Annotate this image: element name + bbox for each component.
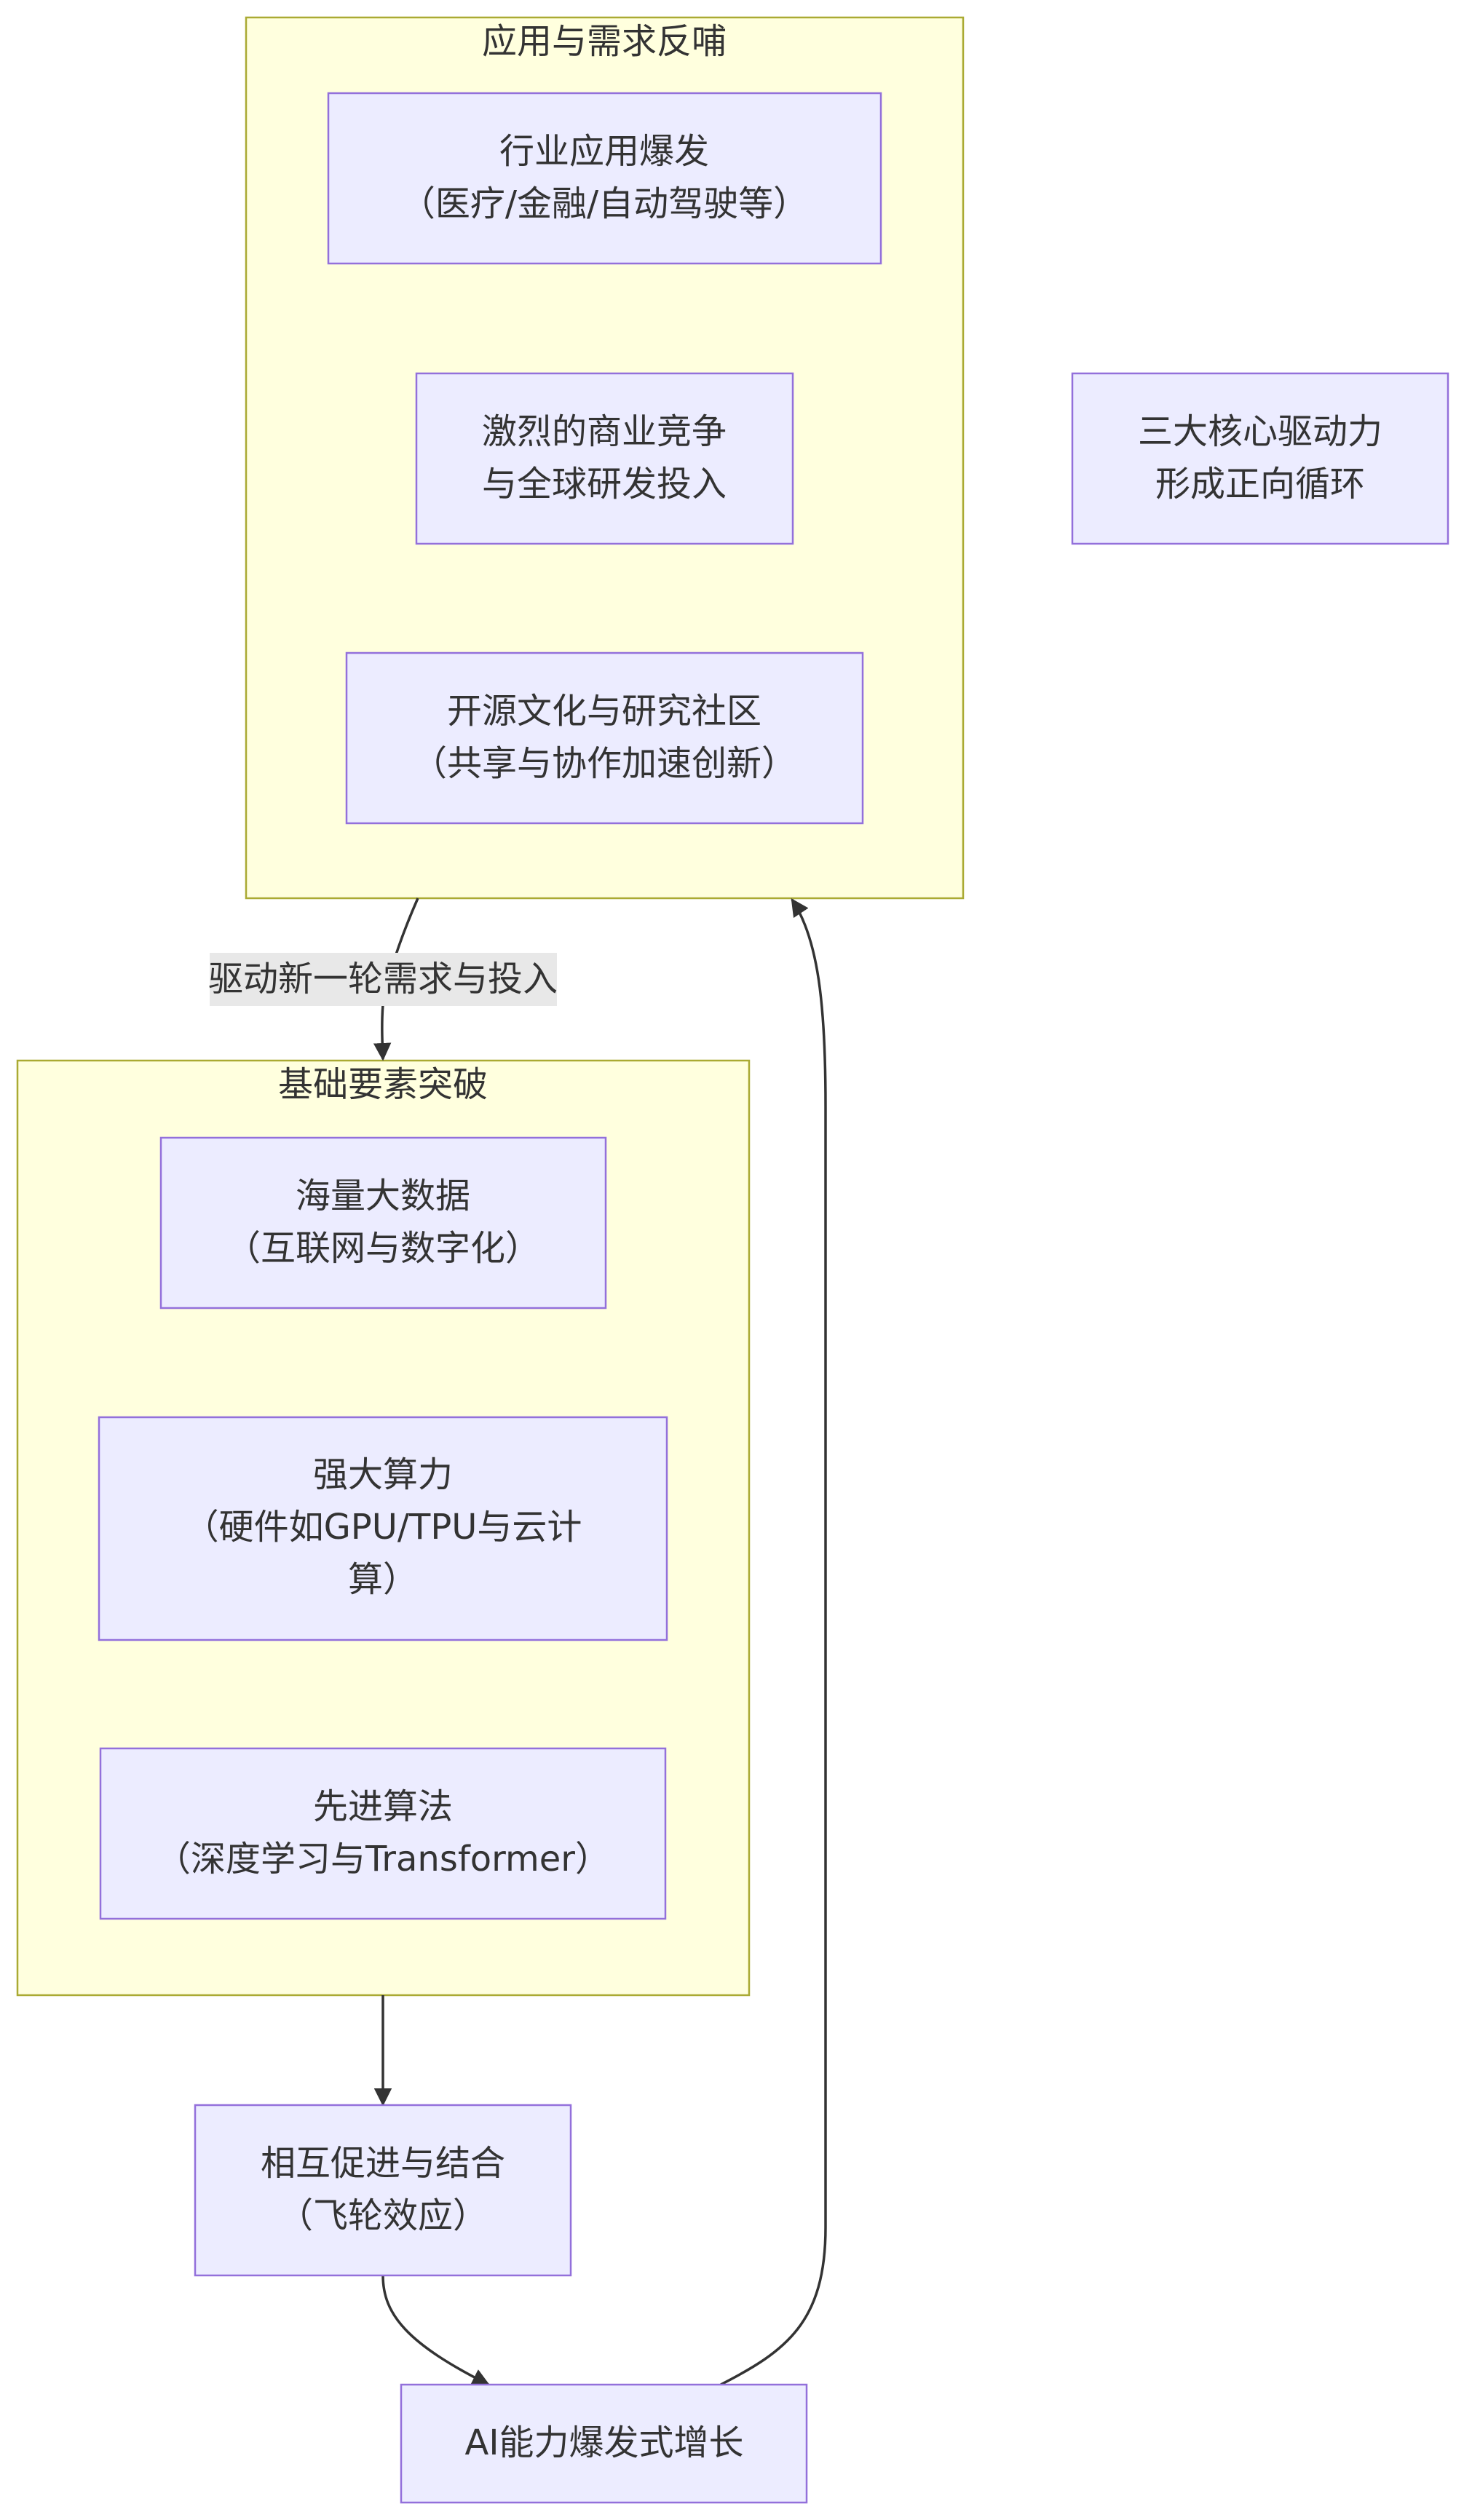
- node-competition-box: [415, 372, 794, 545]
- node-industry: 行业应用爆发 （医疗/金融/自动驾驶等）: [327, 92, 882, 265]
- node-data-box: [159, 1136, 607, 1309]
- node-competition-line-2: 与全球研发投入: [482, 464, 727, 504]
- node-drivers-line-1: 三大核心驱动力: [1138, 411, 1382, 452]
- node-algorithm-box: [99, 1747, 667, 1920]
- node-opensource-box: [345, 651, 864, 825]
- node-growth-line-1: AI能力爆发式增长: [465, 2422, 744, 2463]
- node-industry-line-2: （医疗/金融/自动驾驶等）: [400, 183, 808, 224]
- node-drivers-box: [1071, 372, 1449, 545]
- node-industry-box: [327, 92, 882, 265]
- node-flywheel-line-2: （飞轮效应）: [278, 2195, 488, 2236]
- node-drivers-line-2: 形成正向循环: [1155, 464, 1365, 504]
- node-opensource-line-2: （共享与协作加速创新）: [412, 743, 796, 784]
- node-compute-line-1: 强大算力: [313, 1454, 453, 1495]
- node-drivers: 三大核心驱动力 形成正向循环: [1071, 372, 1449, 545]
- node-opensource: 开源文化与研究社区 （共享与协作加速创新）: [345, 651, 864, 825]
- node-opensource-line-1: 开源文化与研究社区: [447, 691, 761, 732]
- node-data-line-1: 海量大数据: [296, 1176, 470, 1216]
- node-compute-line-2: （硬件如GPU/TPU与云计: [184, 1507, 582, 1548]
- node-data-line-2: （互联网与数字化）: [226, 1228, 540, 1269]
- node-flywheel-box: [194, 2104, 572, 2277]
- node-algorithm-line-2: （深度学习与Transformer）: [156, 1839, 610, 1879]
- edge-label-background: [210, 953, 557, 1006]
- edge-label-text: 驱动新一轮需求与投入: [208, 959, 558, 999]
- edges: [373, 898, 827, 2386]
- node-algorithm: 先进算法 （深度学习与Transformer）: [99, 1747, 667, 1920]
- node-competition: 激烈的商业竞争 与全球研发投入: [415, 372, 794, 545]
- node-competition-line-1: 激烈的商业竞争: [482, 411, 727, 452]
- edge-flywheel-to-growth: [381, 2275, 491, 2386]
- node-compute-line-3: 算）: [348, 1559, 418, 1600]
- cluster-foundation-title: 基础要素突破: [278, 1064, 488, 1105]
- cluster-feedback-title: 应用与需求反哺: [482, 21, 727, 62]
- node-industry-line-1: 行业应用爆发: [499, 131, 709, 172]
- node-compute-box: [98, 1416, 668, 1641]
- node-data: 海量大数据 （互联网与数字化）: [159, 1136, 607, 1309]
- node-algorithm-line-1: 先进算法: [313, 1786, 453, 1827]
- node-flywheel: 相互促进与结合 （飞轮效应）: [194, 2104, 572, 2277]
- node-flywheel-line-1: 相互促进与结合: [261, 2143, 505, 2184]
- edge-label-feedback-to-foundation: 驱动新一轮需求与投入: [208, 953, 558, 1006]
- node-compute: 强大算力 （硬件如GPU/TPU与云计 算）: [98, 1416, 668, 1641]
- node-growth-box: [400, 2383, 808, 2504]
- edge-growth-to-feedback: [720, 898, 827, 2386]
- node-growth: AI能力爆发式增长: [400, 2383, 808, 2504]
